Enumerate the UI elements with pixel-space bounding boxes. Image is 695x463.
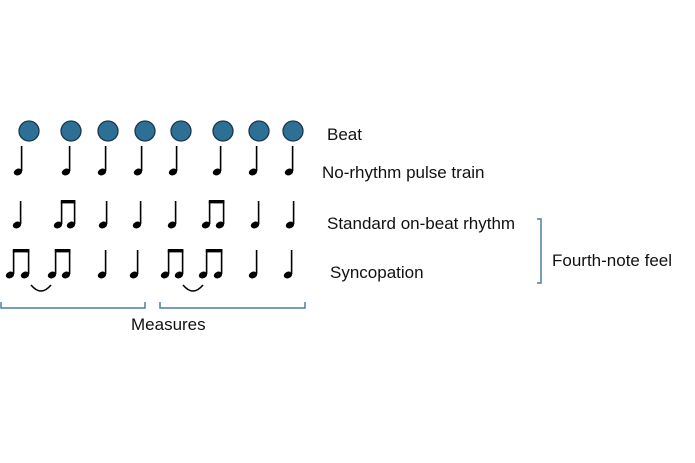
note-head [129,271,139,279]
note-head [97,168,107,176]
note-head [61,271,71,279]
group-bracket [537,218,542,284]
beamed-eighth-pair [201,200,225,229]
beat-circle [282,120,304,142]
note-head [160,271,170,279]
quarter-note [97,250,107,279]
measure-brackets [0,302,306,309]
measures-label: Measures [131,315,206,334]
quarter-note [250,201,260,229]
quarter-note [248,146,258,176]
quarter-note [97,146,107,176]
fourth-note-feel-label: Fourth-note feel [552,251,672,270]
quarter-note [283,250,293,279]
beat-circle [248,120,270,142]
note-head [284,168,294,176]
note-beam [205,249,223,253]
beat-label: Beat [327,125,362,144]
note-beam [54,249,71,253]
pulse-train-row [13,146,294,176]
quarter-note [168,146,178,176]
tie-arc [182,284,204,292]
beat-circle [134,120,156,142]
note-head [212,168,222,176]
quarter-note [167,201,177,229]
note-head [283,271,293,279]
note-head [198,271,208,279]
note-head [167,221,177,229]
beamed-eighth-pair [47,249,71,279]
note-beam [60,200,76,204]
tie-arc [30,284,52,292]
beat-circle [97,120,119,142]
quarter-note [133,146,143,176]
note-beam [12,249,30,253]
note-head [285,221,295,229]
beamed-eighth-pair [53,200,76,229]
standard-rhythm-label: Standard on-beat rhythm [327,214,515,233]
note-head [13,168,23,176]
note-head [168,168,178,176]
note-beam [167,249,184,253]
quarter-note [12,201,22,229]
note-head [53,221,63,229]
quarter-note [248,250,258,279]
beamed-eighth-pair [160,249,184,279]
quarter-note [132,201,142,229]
note-head [174,271,184,279]
note-head [5,271,15,279]
beat-circle [60,120,82,142]
note-head [250,221,260,229]
syncopation-row [5,249,293,292]
note-head [12,221,22,229]
quarter-note [98,201,108,229]
pulse-train-label: No-rhythm pulse train [322,163,485,182]
quarter-note [129,250,139,279]
beamed-eighth-pair [5,249,30,279]
note-head [61,168,71,176]
quarter-note [212,146,222,176]
quarter-note [61,146,71,176]
standard-rhythm-row [12,200,295,229]
note-head [98,221,108,229]
measure-bracket [0,302,146,309]
note-head [97,271,107,279]
beat-circle [212,120,234,142]
note-head [201,221,211,229]
beat-circle [18,120,40,142]
beat-row [18,120,304,142]
note-head [132,221,142,229]
fourth-note-feel-bracket [537,218,542,284]
note-head [248,271,258,279]
note-head [248,168,258,176]
beamed-eighth-pair [198,249,223,279]
note-head [213,271,223,279]
beat-circle [170,120,192,142]
quarter-note [285,201,295,229]
note-head [215,221,225,229]
note-head [66,221,76,229]
quarter-note [284,146,294,176]
note-head [47,271,57,279]
note-head [20,271,30,279]
syncopation-label: Syncopation [330,263,424,282]
note-beam [208,200,225,204]
note-head [133,168,143,176]
measure-bracket [159,302,306,309]
quarter-note [13,146,23,176]
